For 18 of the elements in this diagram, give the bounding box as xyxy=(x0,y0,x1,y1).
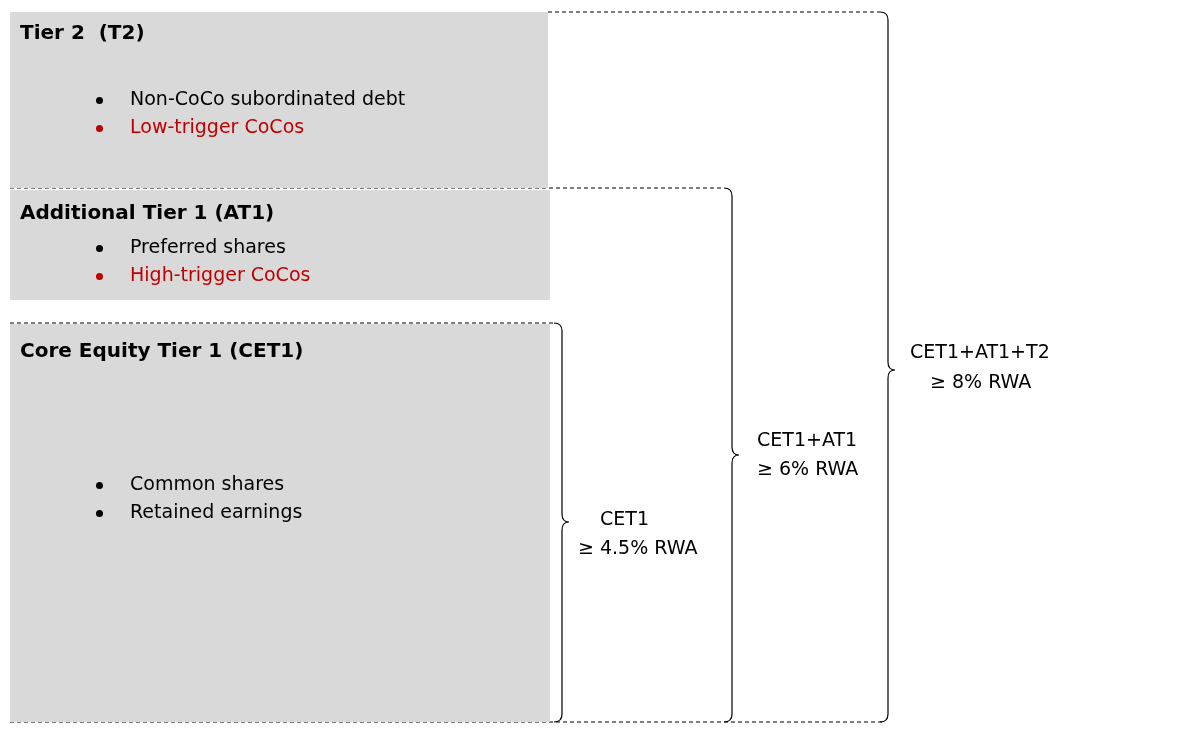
bullet-item: Low-trigger CoCos xyxy=(130,115,305,137)
bullet-item: Preferred shares xyxy=(130,235,286,257)
requirement-label: ≥ 6% RWA xyxy=(757,457,859,479)
tier-heading: Additional Tier 1 (AT1) xyxy=(20,200,275,224)
requirement-label: CET1+AT1 xyxy=(757,428,858,450)
requirement-label: CET1+AT1+T2 xyxy=(910,340,1050,362)
bullet-item: Common shares xyxy=(130,472,285,494)
bullet-item: Non-CoCo subordinated debt xyxy=(130,87,406,109)
bullet-item: High-trigger CoCos xyxy=(130,263,311,285)
bullet-item: Retained earnings xyxy=(130,500,303,522)
tier-heading: Tier 2 (T2) xyxy=(20,20,145,44)
capital-tier-box xyxy=(10,12,548,188)
requirement-label: CET1 xyxy=(600,507,649,529)
capital-tier-box xyxy=(10,324,550,722)
tier-heading: Core Equity Tier 1 (CET1) xyxy=(20,338,304,362)
capital-tier-box xyxy=(10,190,550,300)
requirement-label: ≥ 4.5% RWA xyxy=(578,536,698,558)
requirement-label: ≥ 8% RWA xyxy=(930,370,1032,392)
